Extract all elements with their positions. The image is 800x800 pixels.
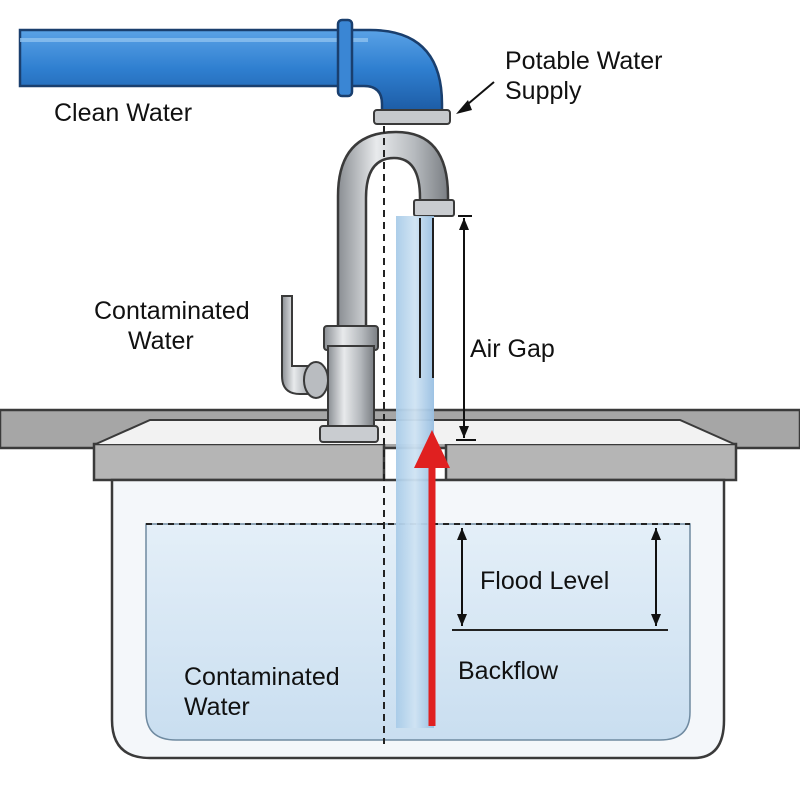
arrow-up-icon [414, 430, 450, 726]
potable-water-supply-label: Potable Water Supply [505, 46, 662, 106]
flood-level-label: Flood Level [480, 567, 610, 595]
arrow-pointer-icon [456, 81, 495, 114]
contaminated-top-line1: Contaminated [94, 297, 250, 325]
contaminated-water-top-label: Contaminated Water [94, 296, 250, 356]
contaminated-bottom-line2: Water [184, 693, 250, 721]
air-gap-dimension [456, 215, 476, 441]
flood-level-dimension [452, 528, 668, 631]
backflow-label: Backflow [458, 657, 559, 685]
water-stream [396, 216, 434, 728]
potable-label-line2: Supply [505, 77, 582, 105]
clean-water-label: Clean Water [54, 99, 193, 127]
contaminated-water-bottom-label: Contaminated Water [184, 662, 340, 722]
contaminated-top-line2: Water [128, 327, 194, 355]
air-gap-label: Air Gap [470, 335, 555, 363]
faucet [281, 130, 455, 443]
potable-label-line1: Potable Water [505, 47, 663, 75]
contaminated-bottom-line1: Contaminated [184, 663, 340, 691]
supply-pipe [18, 18, 451, 125]
